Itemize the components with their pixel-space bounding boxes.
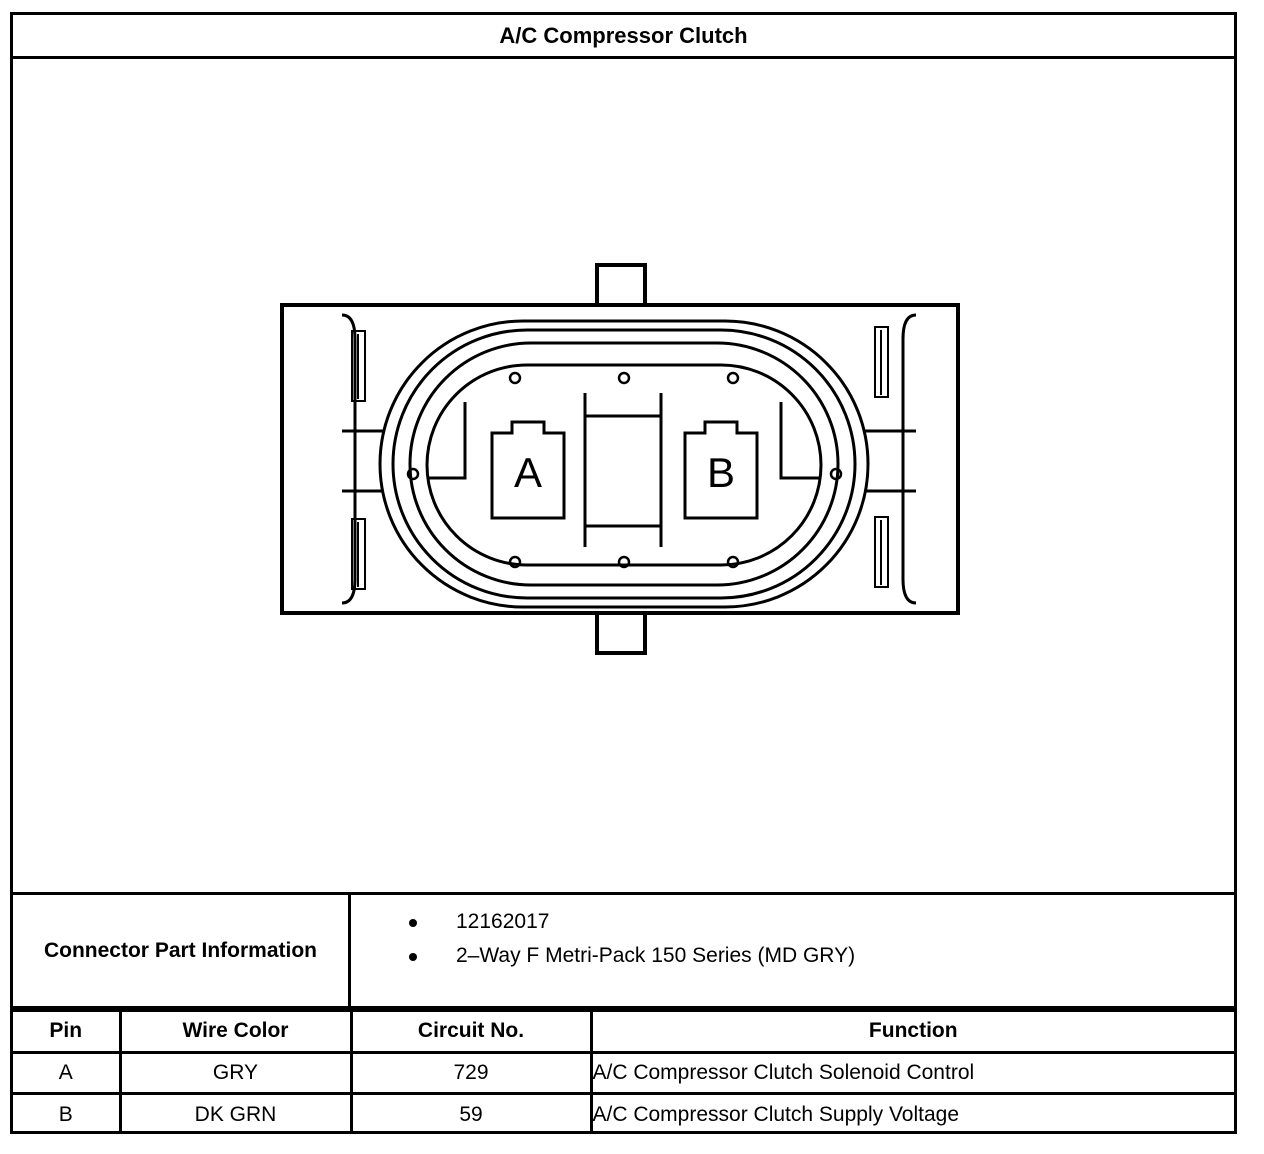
seal-hole (726, 555, 740, 569)
circuit-cell: 59 (349, 1092, 593, 1134)
bullet-icon (409, 953, 417, 961)
terminal-cavity-wall (425, 363, 823, 567)
middle-seal-ring (391, 328, 857, 600)
connector-drawing: A B (13, 59, 1234, 892)
function-cell: A/C Compressor Clutch Supply Voltage (589, 1092, 1234, 1134)
bullet-icon (409, 919, 417, 927)
seal-hole (406, 467, 420, 481)
connector-title: A/C Compressor Clutch (13, 15, 1234, 59)
table-row: B DK GRN 59 A/C Compressor Clutch Supply… (13, 1092, 1234, 1134)
connector-info-item: 2–Way F Metri-Pack 150 Series (MD GRY) (351, 939, 855, 973)
connector-info-list: 12162017 2–Way F Metri-Pack 150 Series (… (351, 905, 855, 973)
connector-info-item: 12162017 (351, 905, 855, 939)
top-lock-tab (595, 263, 647, 307)
seal-hole (617, 555, 631, 569)
pin-cell: A (13, 1050, 122, 1096)
seal-hole (508, 371, 522, 385)
seal-hole (508, 555, 522, 569)
right-upper-latch (874, 326, 889, 398)
seal-hole (726, 371, 740, 385)
pin-table: Pin Wire Color Circuit No. Function A GR… (13, 1009, 1234, 1134)
connector-info-label: Connector Part Information (13, 895, 351, 1006)
wire-color-cell: GRY (118, 1050, 353, 1096)
header-pin: Pin (13, 1009, 122, 1054)
left-upper-latch (351, 330, 366, 402)
header-circuit: Circuit No. (349, 1009, 593, 1054)
terminal-b-cavity (683, 420, 759, 520)
outer-seal-ring (378, 319, 870, 609)
header-function: Function (589, 1009, 1234, 1054)
right-flange (901, 313, 917, 605)
circuit-cell: 729 (349, 1050, 593, 1096)
connector-card: A/C Compressor Clutch (10, 12, 1237, 1134)
function-cell: A/C Compressor Clutch Solenoid Control (589, 1050, 1234, 1096)
connector-description: 2–Way F Metri-Pack 150 Series (MD GRY) (456, 944, 856, 967)
wire-color-cell: DK GRN (118, 1092, 353, 1134)
header-wire-color: Wire Color (118, 1009, 353, 1054)
seal-hole (829, 467, 843, 481)
connector-part-info: Connector Part Information 12162017 2–Wa… (13, 892, 1234, 1009)
connector-face-diagram: A B (280, 263, 960, 655)
part-number: 12162017 (456, 910, 550, 933)
pin-cell: B (13, 1092, 122, 1134)
inner-seal-ring (408, 341, 840, 587)
table-row: A GRY 729 A/C Compressor Clutch Solenoid… (13, 1050, 1234, 1096)
pin-b-label: B (707, 449, 735, 496)
right-lower-latch (874, 516, 889, 588)
left-lower-latch (351, 518, 366, 590)
left-flange (341, 313, 357, 605)
pin-a-label: A (514, 449, 542, 496)
seal-hole (617, 371, 631, 385)
terminal-a-cavity (490, 420, 566, 520)
bottom-lock-tab (595, 611, 647, 655)
pin-table-header: Pin Wire Color Circuit No. Function (13, 1009, 1234, 1054)
